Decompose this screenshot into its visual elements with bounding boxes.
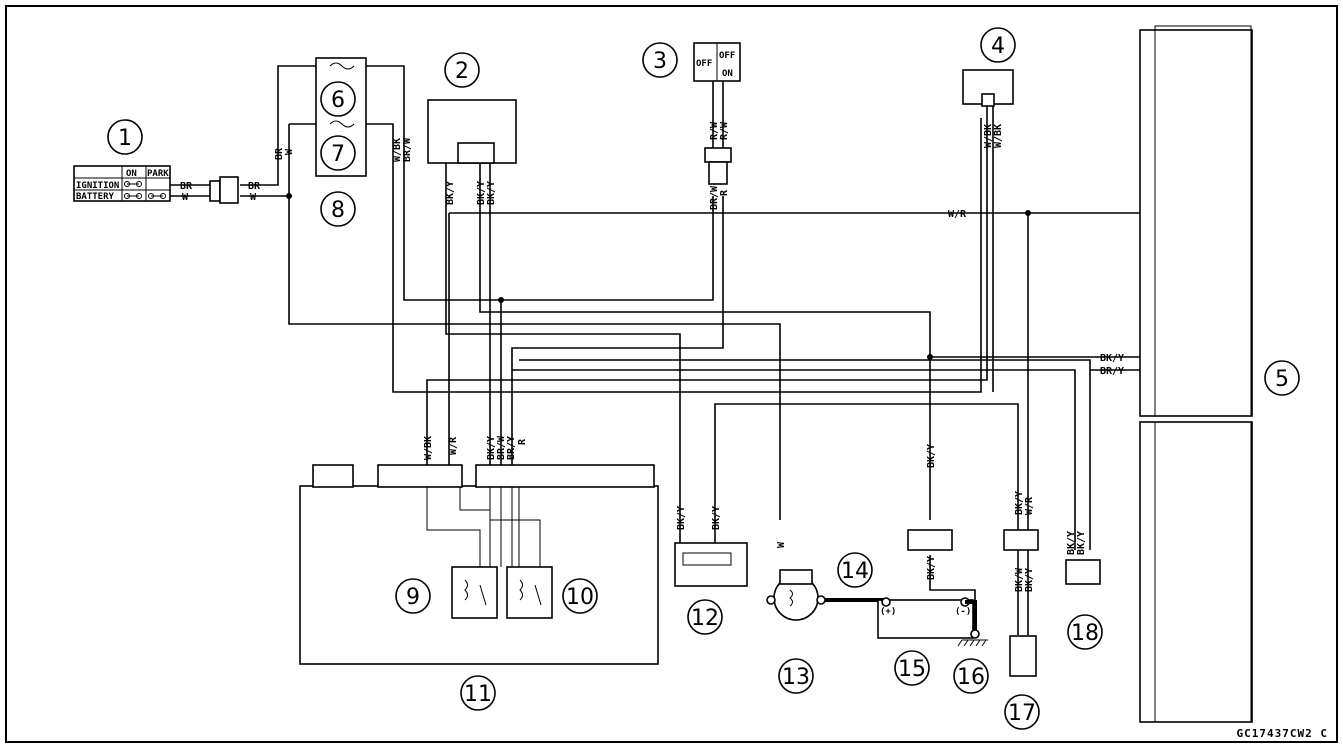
label-r-w-2: R/W bbox=[719, 121, 730, 140]
callout-4: 4 bbox=[991, 34, 1005, 59]
label-br-w-fuse: BR/W bbox=[402, 137, 413, 162]
callout-5: 5 bbox=[1275, 367, 1289, 392]
label-r-box: R bbox=[517, 438, 528, 445]
ground-symbol bbox=[957, 629, 988, 647]
callout-3: 3 bbox=[653, 49, 667, 74]
callout-8: 8 bbox=[331, 198, 345, 223]
label-bk-y-ecu-2: BK/Y bbox=[476, 181, 487, 205]
label-w-bk-box: W/BK bbox=[423, 436, 434, 460]
label-br-y-box: BR/Y bbox=[506, 436, 517, 460]
label-w-v: W bbox=[284, 148, 295, 155]
label-bk-y-12b: BK/Y bbox=[711, 506, 722, 530]
table-row-ignition: IGNITION bbox=[76, 181, 119, 191]
unit-17 bbox=[1009, 635, 1037, 677]
label-br-2: BR bbox=[248, 181, 261, 192]
switch3-on: ON bbox=[722, 69, 733, 79]
callout-9: 9 bbox=[406, 585, 420, 610]
table-col-on: ON bbox=[126, 169, 137, 179]
label-br-w-sw: BR/W bbox=[709, 185, 720, 210]
table-row-battery: BATTERY bbox=[76, 192, 115, 202]
junction-dots bbox=[286, 193, 1031, 360]
callout-18: 18 bbox=[1071, 621, 1099, 646]
label-bk-y-15b: BK/Y bbox=[926, 556, 937, 580]
diagram-frame bbox=[5, 5, 1338, 743]
label-w-r-box: W/R bbox=[448, 436, 459, 455]
label-w-r-17: W/R bbox=[1024, 496, 1035, 515]
switch3-off-right: OFF bbox=[719, 51, 735, 61]
label-r-w-1: R/W bbox=[709, 121, 720, 140]
label-br-1: BR bbox=[180, 181, 193, 192]
ignition-switch: ON PARK IGNITION BATTERY bbox=[73, 165, 171, 202]
battery-negative: (-) bbox=[955, 607, 971, 617]
battery: (+) (-) bbox=[877, 597, 974, 639]
unit-18 bbox=[1065, 559, 1101, 585]
callout-11: 11 bbox=[464, 682, 492, 707]
label-bk-y-ecu-3: BK/Y bbox=[486, 181, 497, 205]
label-w-13: W bbox=[776, 541, 787, 548]
label-bk-y-17a: BK/Y bbox=[1014, 491, 1025, 515]
label-r-sw: R bbox=[719, 189, 730, 196]
callout-10: 10 bbox=[566, 585, 594, 610]
relay-box bbox=[299, 464, 659, 665]
label-bk-y-15a: BK/Y bbox=[926, 444, 937, 468]
callout-16: 16 bbox=[957, 665, 985, 690]
callouts: 1 2 3 4 5 6 7 8 9 10 11 12 13 14 15 16 1… bbox=[107, 27, 1300, 730]
wire-harness bbox=[170, 65, 1140, 635]
label-w-1: W bbox=[182, 192, 189, 203]
label-br-y-5: BR/Y bbox=[1100, 366, 1124, 377]
label-w-bk-4b: W/BK bbox=[993, 124, 1004, 148]
label-bk-y-box: BK/Y bbox=[486, 436, 497, 460]
starter-relay bbox=[766, 569, 826, 621]
callout-12: 12 bbox=[691, 606, 719, 631]
label-bk-y-17b: BK/Y bbox=[1024, 568, 1035, 592]
switch3-off-left: OFF bbox=[696, 59, 712, 69]
label-bk-y-5: BK/Y bbox=[1100, 353, 1124, 364]
battery-positive: (+) bbox=[880, 607, 896, 617]
unit-12 bbox=[674, 542, 748, 587]
label-bk-y-18a: BK/Y bbox=[1066, 531, 1077, 555]
callout-15: 15 bbox=[898, 657, 926, 682]
label-w-bk-4a: W/BK bbox=[983, 124, 994, 148]
label-br-v: BR bbox=[274, 147, 285, 160]
ecu-unit bbox=[427, 99, 517, 164]
callout-7: 7 bbox=[331, 142, 345, 167]
callout-2: 2 bbox=[455, 59, 469, 84]
callout-13: 13 bbox=[782, 665, 810, 690]
label-bk-w-17: BK/W bbox=[1014, 567, 1025, 592]
wire-labels: BR W BR W W/R BK/Y BR/Y BR W W/BK BR/W B… bbox=[180, 121, 1124, 592]
switch-3: OFF OFF ON bbox=[693, 42, 741, 185]
label-w-bk-fuse: W/BK bbox=[392, 138, 403, 162]
label-w-r-main: W/R bbox=[948, 209, 967, 220]
callout-14: 14 bbox=[841, 559, 869, 584]
figure-code: GC17437CW2 C bbox=[1237, 727, 1328, 740]
label-w-2: W bbox=[250, 192, 257, 203]
label-bk-y-12a: BK/Y bbox=[676, 506, 687, 530]
callout-6: 6 bbox=[331, 88, 345, 113]
unit-4 bbox=[962, 69, 1014, 107]
callout-17: 17 bbox=[1008, 701, 1036, 726]
callout-1: 1 bbox=[118, 126, 132, 151]
label-bk-y-18b: BK/Y bbox=[1076, 531, 1087, 555]
label-br-w-box: BR/W bbox=[496, 435, 507, 460]
table-col-park: PARK bbox=[147, 169, 169, 179]
label-bk-y-ecu-1: BK/Y bbox=[445, 181, 456, 205]
unit-5 bbox=[1139, 25, 1253, 723]
